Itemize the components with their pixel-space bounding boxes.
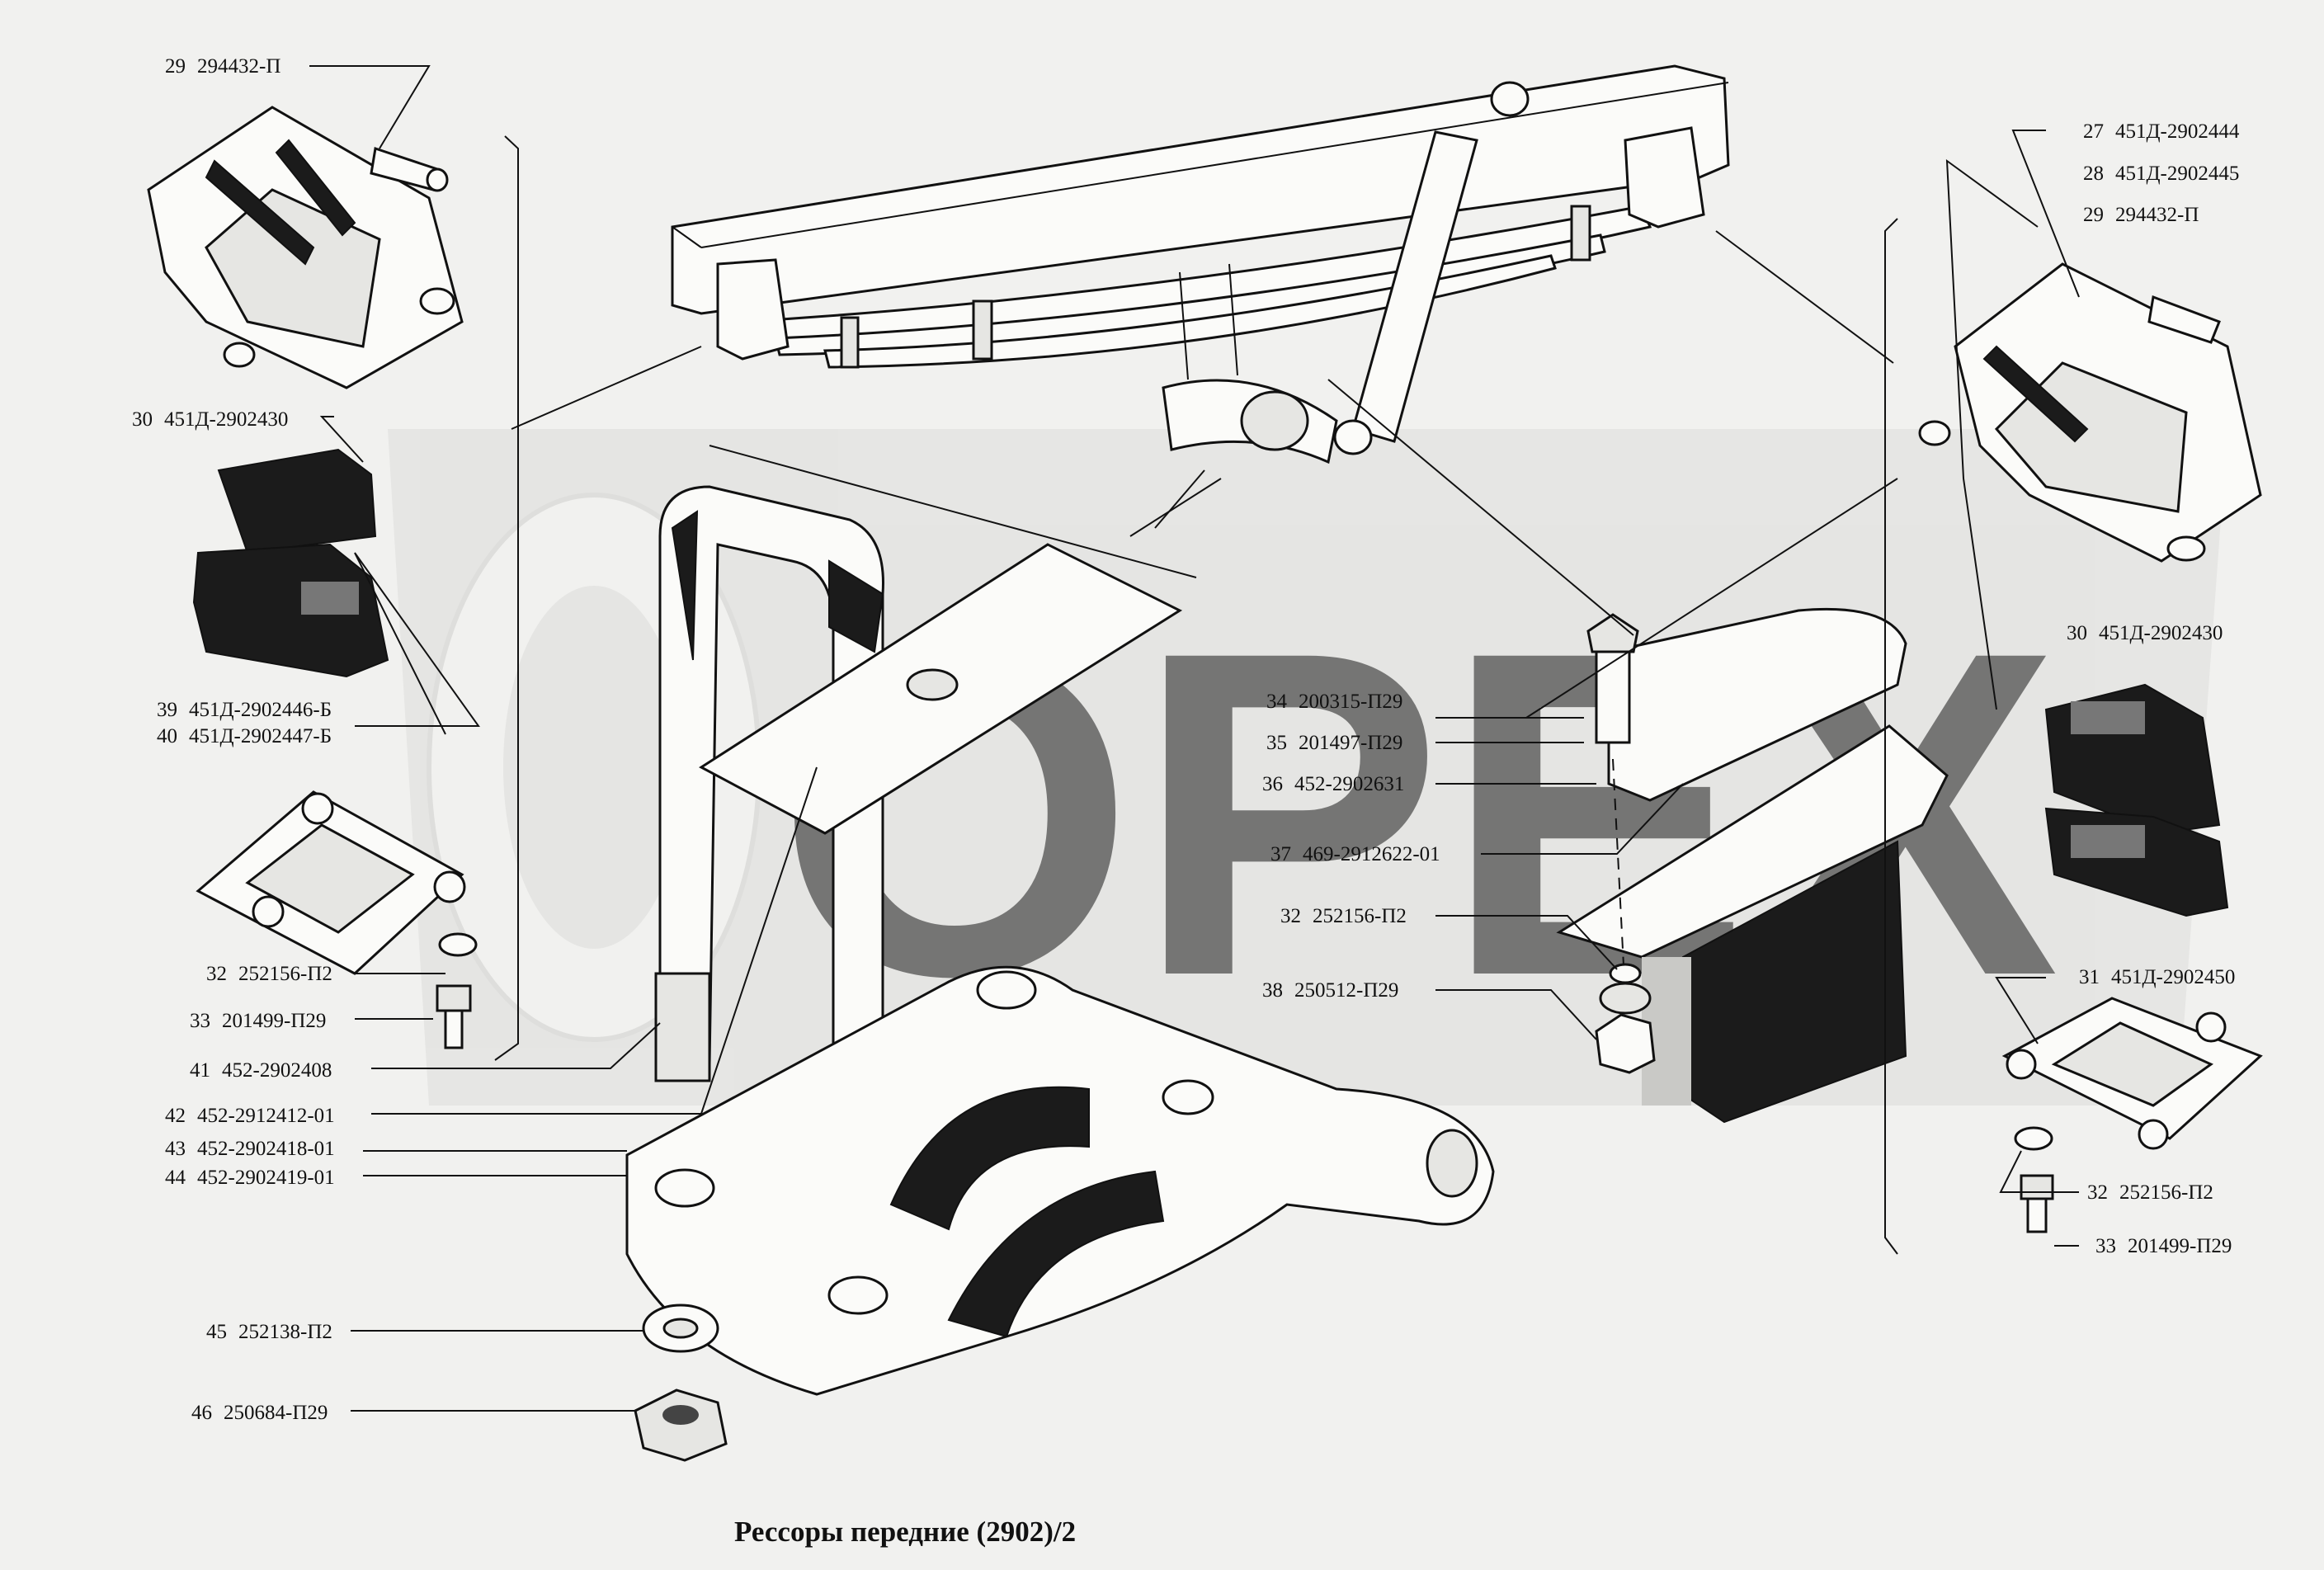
cushion-plate-left bbox=[196, 790, 478, 1049]
leader-lines bbox=[309, 65, 2080, 1412]
rubber-pad-right bbox=[2044, 683, 2229, 917]
rubber-pad-left bbox=[192, 448, 389, 678]
spring-bracket-left bbox=[147, 106, 464, 389]
rebound-buffer-assembly bbox=[1556, 607, 1949, 1124]
diagram-title: Рессоры передние (2902)/2 bbox=[734, 1516, 1076, 1548]
washer-45 bbox=[642, 1304, 719, 1353]
nut-46 bbox=[634, 1388, 728, 1462]
axle-spring-seat bbox=[625, 965, 1495, 1396]
leaf-spring-assembly bbox=[671, 64, 1730, 464]
cushion-plate-right bbox=[2001, 997, 2263, 1233]
spring-bracket-right bbox=[1918, 262, 2262, 563]
